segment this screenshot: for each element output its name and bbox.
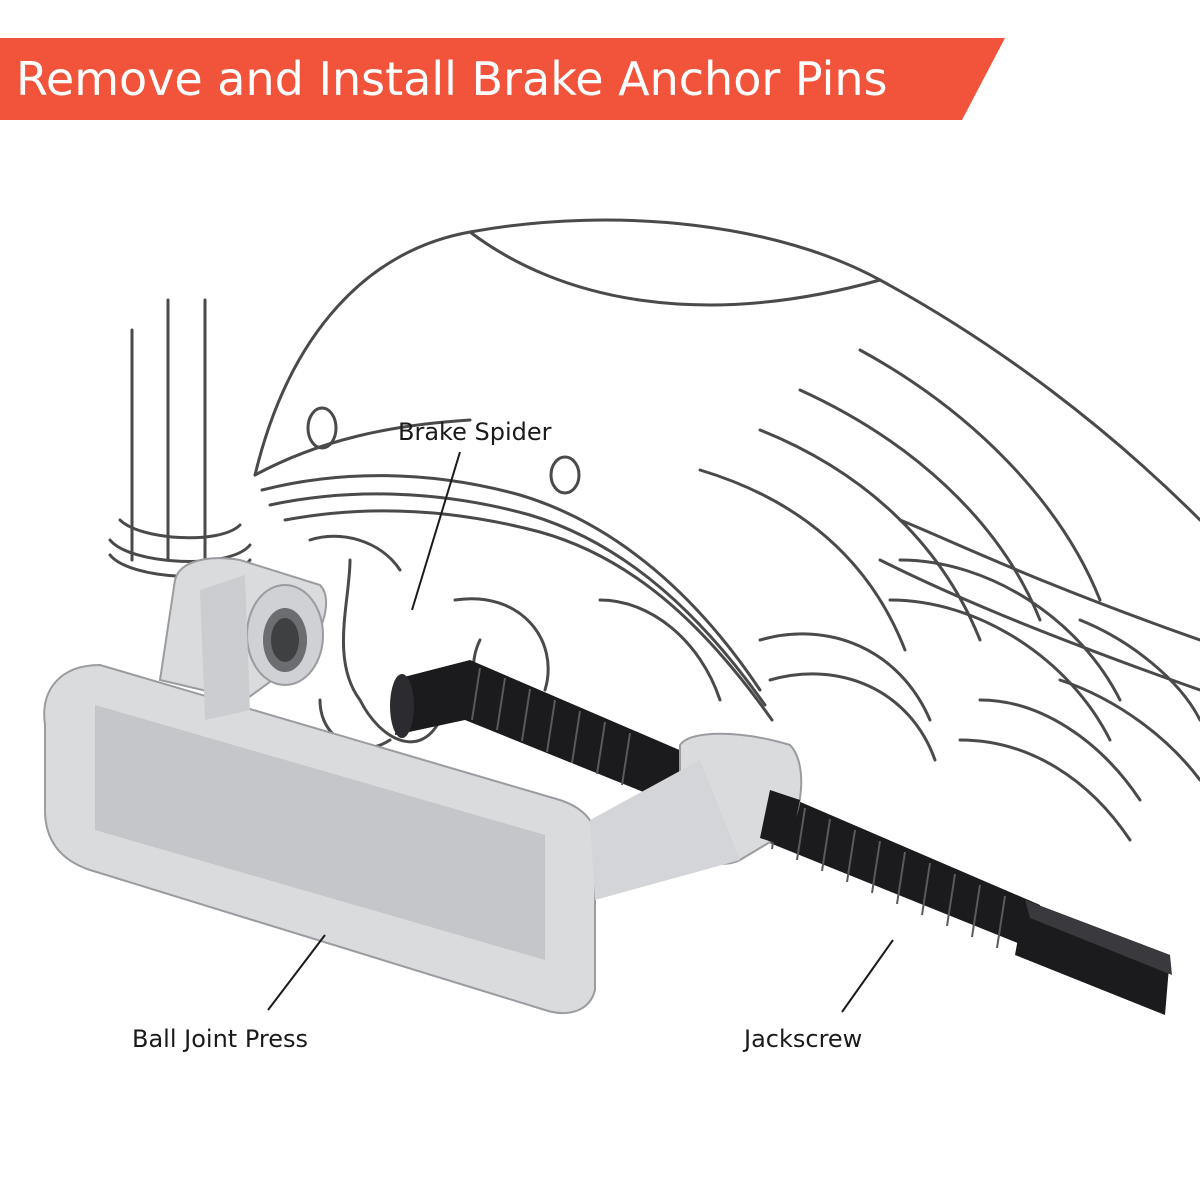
banner-title: Remove and Install Brake Anchor Pins xyxy=(16,52,888,106)
label-brake-spider: Brake Spider xyxy=(398,418,552,446)
callout-leader-lines xyxy=(267,451,894,1013)
ball-joint-press-graphic xyxy=(43,557,803,1015)
label-ball-joint-press: Ball Joint Press xyxy=(132,1025,308,1053)
title-banner: Remove and Install Brake Anchor Pins xyxy=(0,38,1200,120)
brake-shoe-outline xyxy=(253,218,1200,842)
banner-shape xyxy=(0,38,1005,120)
label-jackscrew: Jackscrew xyxy=(744,1025,863,1053)
